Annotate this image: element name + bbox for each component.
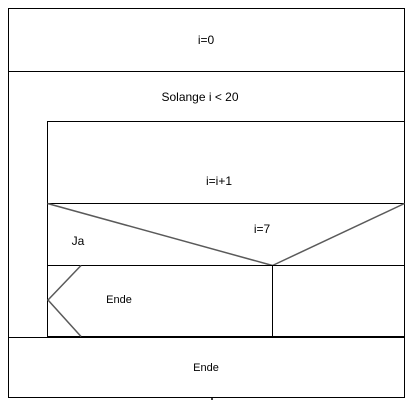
decision-yes-label: Ja	[72, 234, 85, 248]
decision-diagonal-left	[47, 202, 273, 267]
init-label: i=0	[198, 33, 215, 47]
loop-condition-label: Solange i < 20	[161, 90, 238, 104]
init-block	[8, 8, 405, 72]
no-branch-block	[272, 265, 405, 337]
increment-block	[47, 121, 405, 204]
end-block	[8, 337, 405, 398]
decision-block	[47, 203, 405, 266]
end-label: Ende	[193, 362, 219, 374]
exit-branch-label: Ende	[106, 294, 132, 306]
decision-condition-label: i=7	[254, 222, 271, 236]
exit-symbol	[46, 264, 82, 338]
increment-label: i=i+1	[206, 174, 232, 188]
decision-diagonal-right	[272, 202, 405, 267]
yes-branch-block	[47, 265, 273, 337]
